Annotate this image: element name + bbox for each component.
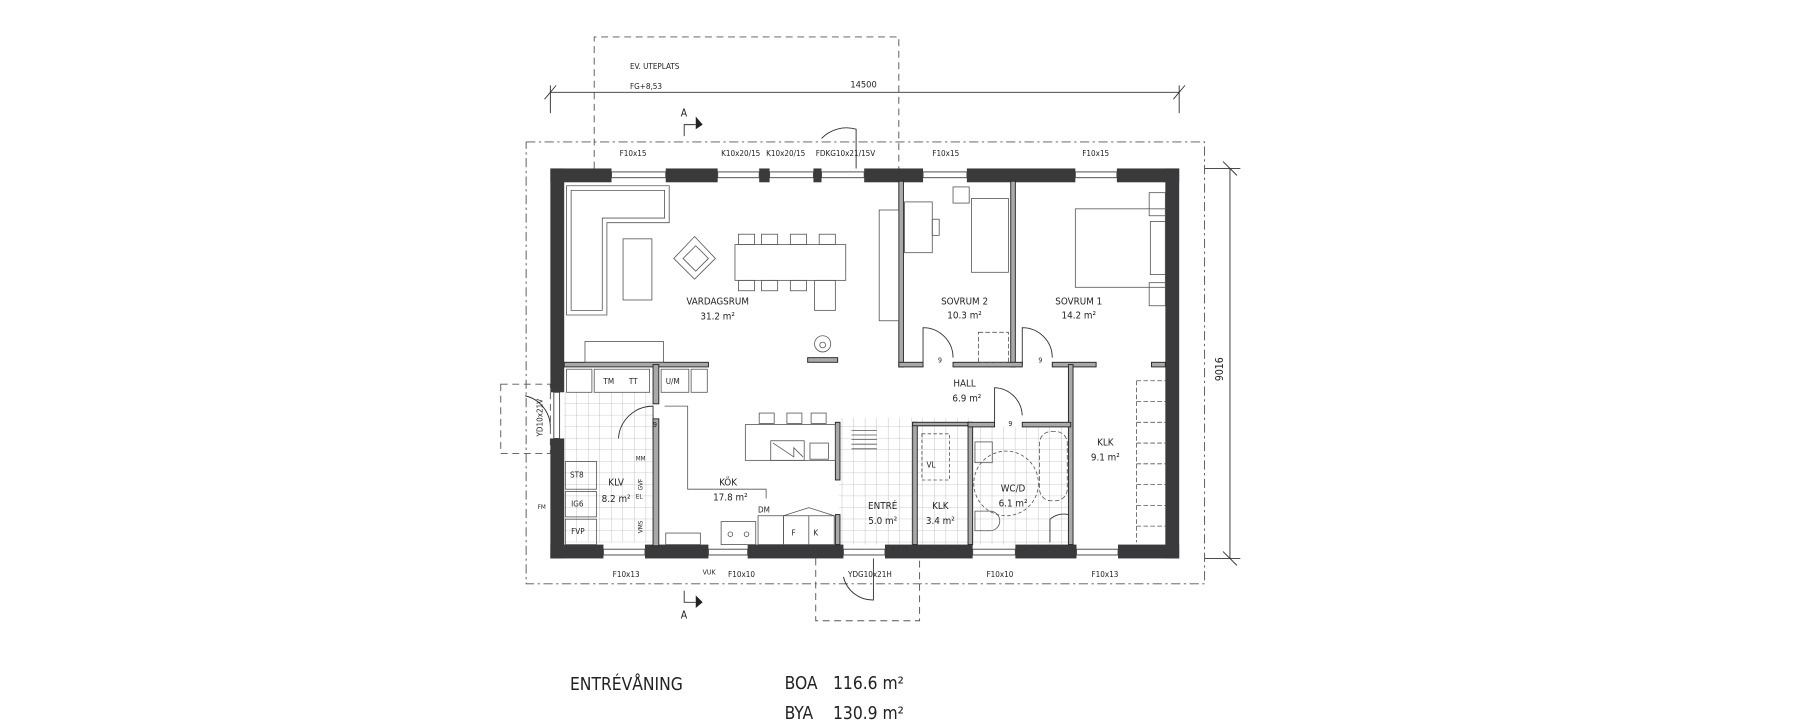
room-name: KÖK bbox=[719, 476, 737, 489]
room-name: HALL bbox=[953, 379, 976, 390]
width-dimension-value: 14500 bbox=[850, 80, 876, 91]
room-name: VARDAGSRUM bbox=[686, 297, 749, 308]
window-label: F10x15 bbox=[620, 149, 647, 158]
window-labels-bottom: F10x13 VUK F10x10 YDG10x21H F10x10 F10x1… bbox=[613, 569, 1119, 579]
door-width-label: 9 bbox=[1038, 356, 1042, 364]
door-swings bbox=[524, 127, 1069, 601]
fixture-label: GVF bbox=[638, 479, 645, 491]
boa-value: 116.6 m² bbox=[833, 674, 904, 694]
room-name: KLK bbox=[932, 501, 949, 512]
door-width-label: 9 bbox=[653, 421, 657, 429]
room-name: KLK bbox=[1097, 437, 1114, 448]
room-name: KLV bbox=[608, 478, 624, 489]
side-step-outline bbox=[500, 383, 551, 454]
fixture-labels: TM TT U/M ST8 IG6 FVP FM MM GVF EL VMS D… bbox=[538, 356, 1043, 537]
door-width-label: 9 bbox=[938, 356, 942, 364]
room-area: 10.3 m² bbox=[947, 310, 982, 321]
room-area: 14.2 m² bbox=[1062, 310, 1097, 321]
room-name: SOVRUM 1 bbox=[1055, 297, 1102, 308]
fixture-label: EL bbox=[636, 493, 644, 500]
window-label: K10x20/15 bbox=[766, 149, 805, 158]
fixture-label: VL bbox=[927, 460, 936, 469]
window-label: F10x10 bbox=[728, 570, 755, 579]
fixture-label: K bbox=[813, 528, 818, 537]
depth-dimension: 9016 bbox=[1204, 161, 1241, 566]
patio-label: EV. UTEPLATS bbox=[630, 62, 680, 71]
plot-outline bbox=[525, 141, 1206, 585]
window-label: F10x15 bbox=[932, 149, 959, 158]
fixture-label: TT bbox=[628, 377, 638, 386]
room-name: WC/D bbox=[1001, 484, 1026, 495]
section-marker-bottom: A bbox=[681, 590, 703, 621]
fixture-label: MM bbox=[636, 455, 646, 462]
patio-level: FG+8,53 bbox=[630, 82, 662, 91]
door-width-label: 9 bbox=[1008, 420, 1012, 428]
fixture-label: ST8 bbox=[570, 471, 584, 480]
room-area: 31.2 m² bbox=[700, 312, 735, 323]
boa-label: BOA bbox=[785, 674, 818, 694]
fixture-label: U/M bbox=[666, 377, 680, 386]
patio-outline bbox=[593, 36, 900, 169]
window-label: F10x13 bbox=[1091, 570, 1118, 579]
room-labels: VARDAGSRUM 31.2 m² SOVRUM 2 10.3 m² SOVR… bbox=[602, 297, 1120, 527]
window-label: F10x10 bbox=[986, 570, 1013, 579]
furniture bbox=[564, 185, 1166, 545]
room-area: 5.0 m² bbox=[868, 516, 897, 527]
floor-name: ENTRÉVÅNING bbox=[570, 673, 683, 695]
room-area: 3.4 m² bbox=[926, 516, 955, 527]
window-label: F10x15 bbox=[1082, 149, 1109, 158]
section-marker-label: A bbox=[681, 609, 688, 621]
section-marker-top: A bbox=[681, 108, 703, 137]
depth-dimension-value: 9016 bbox=[1214, 357, 1226, 381]
width-dimension: 14500 bbox=[544, 80, 1186, 114]
door-label: YDG10x21H bbox=[847, 570, 892, 579]
fixture-label: IG6 bbox=[571, 500, 584, 509]
fixture-label: FM bbox=[538, 504, 546, 511]
fixture-label: TM bbox=[602, 377, 614, 386]
door-label: FDKG10x21/15V bbox=[816, 149, 876, 158]
room-area: 6.9 m² bbox=[952, 394, 981, 405]
entry-step-outline bbox=[815, 558, 921, 622]
fixture-label: VMS bbox=[638, 520, 645, 533]
interior-walls bbox=[563, 180, 1166, 547]
windows bbox=[553, 171, 1119, 556]
entre-tile-floor bbox=[838, 417, 970, 545]
fixture-label: DM bbox=[758, 505, 770, 514]
exterior-walls bbox=[550, 168, 1180, 559]
room-area: 17.8 m² bbox=[713, 493, 748, 504]
fixture-label: F bbox=[792, 528, 796, 537]
room-name: SOVRUM 2 bbox=[941, 297, 988, 308]
room-area: 9.1 m² bbox=[1091, 452, 1120, 463]
bya-value: 130.9 m² bbox=[833, 704, 904, 724]
wc-tile-floor bbox=[971, 426, 1070, 545]
side-door-label: YD10x21V bbox=[535, 399, 544, 438]
vuk-label: VUK bbox=[703, 569, 717, 577]
section-marker-label: A bbox=[681, 108, 688, 120]
fixture-label: FVP bbox=[571, 527, 585, 536]
window-labels-top: F10x15 K10x20/15 K10x20/15 FDKG10x21/15V… bbox=[620, 149, 1110, 158]
bya-label: BYA bbox=[785, 704, 814, 724]
room-name: ENTRÉ bbox=[868, 499, 898, 512]
window-label: K10x20/15 bbox=[721, 149, 760, 158]
window-label: F10x13 bbox=[613, 570, 640, 579]
room-area: 6.1 m² bbox=[999, 499, 1028, 510]
room-area: 8.2 m² bbox=[602, 494, 631, 505]
